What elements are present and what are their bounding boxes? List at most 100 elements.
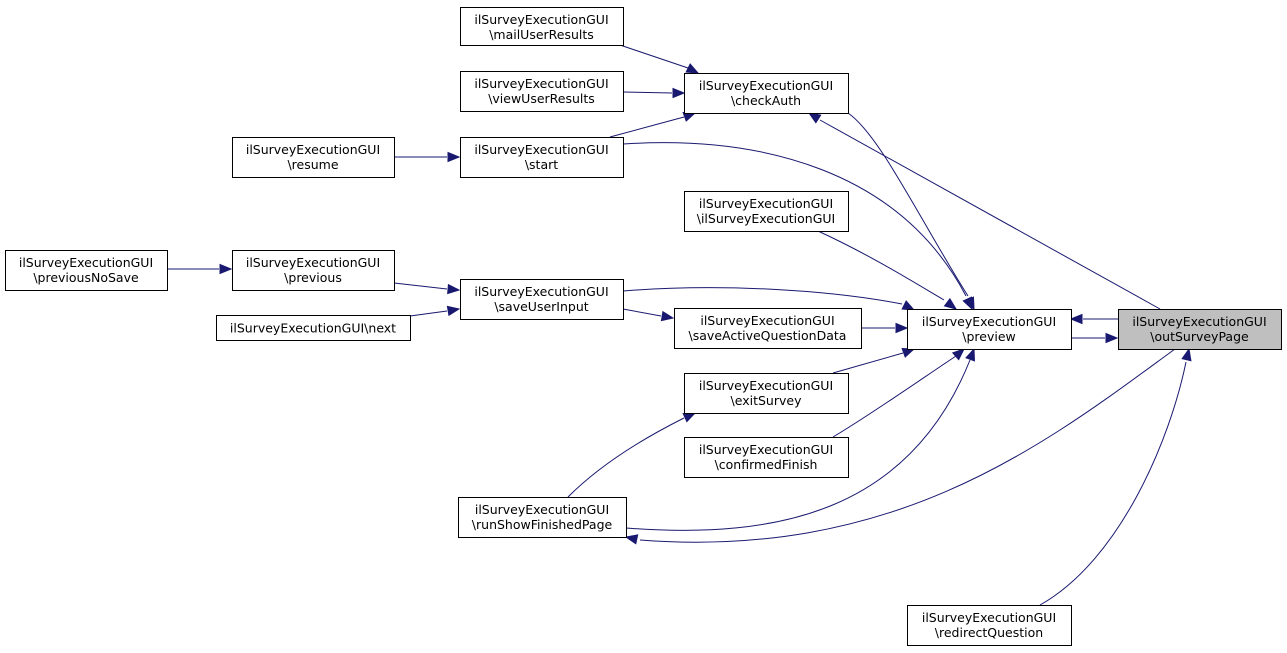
edge-preview-to-outSurveyPage bbox=[1071, 332, 1119, 344]
edge-line bbox=[622, 142, 967, 297]
node-box bbox=[684, 191, 849, 232]
arrowhead-icon bbox=[672, 87, 686, 99]
node-label-method: \ilSurveyExecutionGUI bbox=[697, 211, 836, 226]
node-confirmedFinish[interactable]: ilSurveyExecutionGUI\confirmedFinish bbox=[684, 437, 849, 478]
edge-line bbox=[619, 44, 689, 69]
node-label-class: ilSurveyExecutionGUI bbox=[1132, 314, 1266, 329]
node-resume[interactable]: ilSurveyExecutionGUI\resume bbox=[232, 137, 395, 178]
node-label-method: \preview bbox=[962, 329, 1016, 344]
node-label-method: \checkAuth bbox=[731, 93, 801, 108]
node-preview[interactable]: ilSurveyExecutionGUI\preview bbox=[907, 309, 1072, 350]
node-box bbox=[684, 437, 849, 478]
node-label-class: ilSurveyExecutionGUI bbox=[474, 12, 608, 27]
node-ctor[interactable]: ilSurveyExecutionGUI\ilSurveyExecutionGU… bbox=[684, 191, 849, 232]
edge-viewUserResults-to-checkAuth bbox=[622, 87, 686, 99]
node-label-method: \saveUserInput bbox=[494, 299, 588, 314]
arrowhead-icon bbox=[447, 283, 461, 295]
edge-resume-to-start bbox=[394, 151, 461, 163]
node-previous[interactable]: ilSurveyExecutionGUI\previous bbox=[232, 250, 395, 291]
edge-line bbox=[567, 417, 685, 498]
arrowhead-icon bbox=[951, 348, 965, 361]
edge-mailUserResults-to-checkAuth bbox=[619, 44, 700, 74]
arrowhead-icon bbox=[964, 296, 975, 311]
arrowhead-icon bbox=[624, 534, 639, 545]
edge-runShowFinishedPage-to-preview bbox=[625, 347, 975, 531]
edge-saveUserInput-to-saveActiveQuestionData bbox=[622, 308, 675, 322]
edge-line bbox=[393, 282, 448, 290]
node-saveActiveQuestionData[interactable]: ilSurveyExecutionGUI\saveActiveQuestionD… bbox=[674, 308, 862, 349]
node-start[interactable]: ilSurveyExecutionGUI\start bbox=[460, 137, 624, 178]
node-label-class: ilSurveyExecutionGUI bbox=[474, 284, 608, 299]
node-runShowFinishedPage[interactable]: ilSurveyExecutionGUI\runShowFinishedPage bbox=[458, 497, 627, 538]
node-label-class: ilSurveyExecutionGUI bbox=[474, 76, 608, 91]
arrowhead-icon bbox=[943, 297, 958, 310]
edges-layer bbox=[167, 44, 1192, 606]
node-box bbox=[460, 137, 624, 178]
edge-line bbox=[622, 308, 662, 317]
node-label-class: ilSurveyExecutionGUI bbox=[922, 314, 1056, 329]
arrowhead-icon bbox=[1069, 313, 1083, 325]
edge-line bbox=[622, 287, 903, 305]
node-label-class: ilSurveyExecutionGUI bbox=[700, 313, 834, 328]
node-exitSurvey[interactable]: ilSurveyExecutionGUI\exitSurvey bbox=[684, 373, 849, 414]
node-label-method: \viewUserResults bbox=[488, 91, 595, 106]
node-box bbox=[232, 250, 395, 291]
node-box bbox=[232, 137, 395, 178]
node-box bbox=[460, 71, 624, 112]
node-viewUserResults[interactable]: ilSurveyExecutionGUI\viewUserResults bbox=[460, 71, 624, 112]
edge-previous-to-saveUserInput bbox=[393, 282, 461, 295]
node-label-class: ilSurveyExecutionGUI bbox=[475, 502, 609, 517]
edge-saveUserInput-to-preview bbox=[622, 287, 916, 311]
edge-saveActiveQuestionData-to-preview bbox=[861, 322, 909, 334]
node-mailUserResults[interactable]: ilSurveyExecutionGUI\mailUserResults bbox=[460, 7, 624, 46]
node-label-method: \exitSurvey bbox=[731, 393, 803, 408]
node-label-method: \saveActiveQuestionData bbox=[689, 328, 847, 343]
arrowhead-icon bbox=[1105, 332, 1119, 344]
node-saveUserInput[interactable]: ilSurveyExecutionGUI\saveUserInput bbox=[460, 279, 624, 320]
node-label-class: ilSurveyExecutionGUI bbox=[699, 378, 833, 393]
edge-outSurveyPage-to-runShowFinishedPage bbox=[624, 348, 1176, 545]
node-label-method: \runShowFinishedPage bbox=[472, 517, 613, 532]
node-box bbox=[458, 497, 627, 538]
node-label-class: ilSurveyExecutionGUI bbox=[699, 442, 833, 457]
node-label-method: \previous bbox=[284, 270, 342, 285]
node-checkAuth[interactable]: ilSurveyExecutionGUI\checkAuth bbox=[684, 73, 849, 114]
edge-line bbox=[609, 116, 685, 138]
edge-line bbox=[832, 352, 904, 374]
node-redirectQuestion[interactable]: ilSurveyExecutionGUI\redirectQuestion bbox=[907, 605, 1072, 646]
arrowhead-icon bbox=[660, 310, 675, 322]
edge-line bbox=[847, 112, 969, 297]
arrowhead-icon bbox=[682, 412, 697, 423]
node-box bbox=[5, 250, 168, 291]
node-box bbox=[907, 605, 1072, 646]
edge-outSurveyPage-to-checkAuth bbox=[807, 112, 1161, 310]
edge-line bbox=[639, 348, 1176, 543]
node-label-class: ilSurveyExecutionGUI bbox=[474, 142, 608, 157]
edge-line bbox=[625, 359, 971, 531]
arrowhead-icon bbox=[447, 151, 461, 163]
node-box bbox=[216, 315, 411, 341]
edge-runShowFinishedPage-to-exitSurvey bbox=[567, 412, 697, 498]
arrowhead-icon bbox=[446, 305, 461, 317]
node-label-class: ilSurveyExecutionGUI bbox=[699, 196, 833, 211]
node-label-class: ilSurveyExecutionGUI bbox=[246, 142, 380, 157]
node-label-method: \mailUserResults bbox=[489, 27, 594, 42]
node-label-class: ilSurveyExecutionGUI bbox=[922, 610, 1056, 625]
node-label-class: ilSurveyExecutionGUI bbox=[19, 255, 153, 270]
node-next[interactable]: ilSurveyExecutionGUI\next bbox=[216, 315, 411, 341]
node-box bbox=[1118, 309, 1282, 350]
node-box bbox=[684, 73, 849, 114]
node-label: ilSurveyExecutionGUI\next bbox=[230, 321, 396, 336]
node-label-method: \resume bbox=[287, 157, 338, 172]
node-previousNoSave[interactable]: ilSurveyExecutionGUI\previousNoSave bbox=[5, 250, 168, 291]
edge-line bbox=[1039, 361, 1187, 606]
arrowhead-icon bbox=[965, 347, 975, 362]
node-box bbox=[460, 7, 624, 46]
arrowhead-icon bbox=[685, 63, 700, 74]
node-box bbox=[684, 373, 849, 414]
edge-previousNoSave-to-previous bbox=[167, 263, 233, 275]
node-box bbox=[460, 279, 624, 320]
node-outSurveyPage[interactable]: ilSurveyExecutionGUI\outSurveyPage bbox=[1118, 309, 1282, 350]
edge-line bbox=[622, 91, 673, 94]
node-label-method: \previousNoSave bbox=[33, 270, 139, 285]
